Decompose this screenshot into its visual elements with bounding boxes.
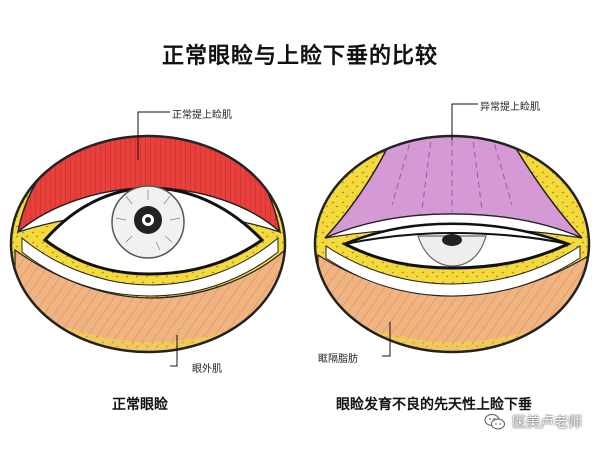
label-orbicularis: 眼外肌 (192, 364, 222, 375)
label-normal-levator: 正常提上睑肌 (172, 110, 232, 121)
drooping-upper-lid (344, 222, 569, 245)
wechat-icon (484, 414, 505, 430)
normal-eyelid-diagram (9, 111, 287, 367)
watermark: 医美卢老师 (484, 412, 582, 432)
caption-ptosis: 眼睑发育不良的先天性上睑下垂 (336, 397, 532, 413)
diagram-title: 正常眼睑与上睑下垂的比较 (161, 44, 438, 69)
ptosis-pupil (442, 234, 462, 246)
watermark-text: 医美卢老师 (512, 415, 582, 431)
label-abnormal-levator: 异常提上睑肌 (480, 102, 540, 113)
ptosis-iris (417, 235, 487, 267)
ptosis-eyelid-diagram (313, 103, 591, 357)
caption-normal-eyelid: 正常眼睑 (112, 397, 168, 413)
label-orbital-fat: 眶隔脂肪 (318, 354, 358, 365)
